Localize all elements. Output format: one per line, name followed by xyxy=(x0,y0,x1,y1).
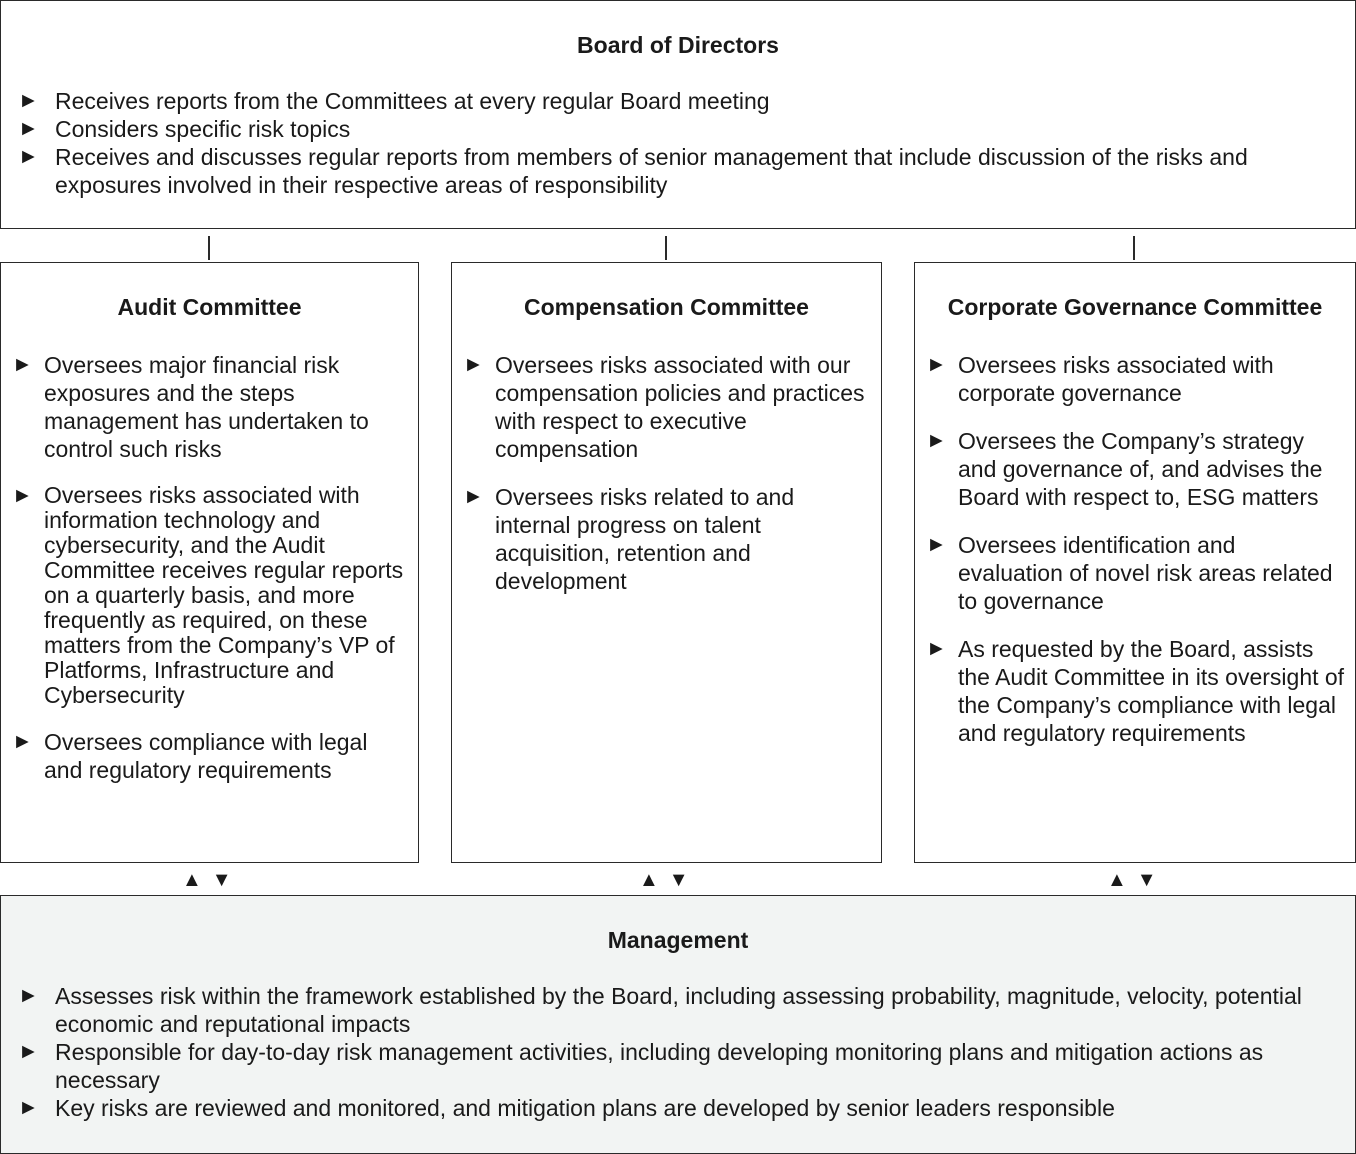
board-title: Board of Directors xyxy=(577,32,779,58)
connector-line-compensation xyxy=(665,236,667,260)
board-item-text: Considers specific risk topics xyxy=(55,116,351,142)
bullet-arrow-icon: ► xyxy=(18,145,39,168)
up-down-arrows-icon: ▲▼ xyxy=(639,869,699,891)
audit-committee-box: Audit Committee ► Oversees major financia… xyxy=(0,262,419,863)
audit-item-text: Oversees compliance with legal and regul… xyxy=(44,729,368,783)
management-item: ► Assesses risk within the framework esta… xyxy=(1,982,1341,1038)
bullet-arrow-icon: ► xyxy=(12,730,33,753)
governance-committee-item: ► Oversees the Company’s strategy and gov… xyxy=(915,427,1345,511)
compensation-committee-item: ► Oversees risks related to and internal … xyxy=(452,483,871,595)
management-title: Management xyxy=(607,927,749,953)
board-item-text: Receives reports from the Committees at … xyxy=(55,88,770,114)
governance-committee-item: ► As requested by the Board, assists the … xyxy=(915,635,1345,747)
bullet-arrow-icon: ► xyxy=(18,1096,39,1119)
board-of-directors-box: Board of Directors ► Receives reports fro… xyxy=(0,0,1356,229)
bullet-arrow-icon: ► xyxy=(926,637,947,660)
bullet-arrow-icon: ► xyxy=(12,353,33,376)
corporate-governance-committee-box: Corporate Governance Committee ► Oversees… xyxy=(914,262,1356,863)
audit-committee-title: Audit Committee xyxy=(117,294,302,320)
compensation-item-text: Oversees risks related to and internal p… xyxy=(495,484,795,594)
bullet-arrow-icon: ► xyxy=(18,1040,39,1063)
bullet-arrow-icon: ► xyxy=(926,429,947,452)
bullet-arrow-icon: ► xyxy=(18,89,39,112)
governance-item-text: Oversees risks associated with corporate… xyxy=(958,352,1274,406)
governance-committee-list: ► Oversees risks associated with corporat… xyxy=(915,351,1345,767)
compensation-committee-list: ► Oversees risks associated with our comp… xyxy=(452,351,871,615)
connector-line-governance xyxy=(1133,236,1135,260)
connector-line-audit xyxy=(208,236,210,260)
audit-committee-item: ► Oversees compliance with legal and regu… xyxy=(1,728,408,784)
governance-item-text: As requested by the Board, assists the A… xyxy=(958,636,1345,746)
bullet-arrow-icon: ► xyxy=(926,353,947,376)
audit-item-text: Oversees risks associated with informati… xyxy=(44,482,404,708)
bullet-arrow-icon: ► xyxy=(18,117,39,140)
audit-committee-item: ► Oversees major financial risk exposures… xyxy=(1,351,408,463)
compensation-committee-title: Compensation Committee xyxy=(524,294,809,320)
governance-item-text: Oversees identification and evaluation o… xyxy=(958,532,1333,614)
management-item: ► Responsible for day-to-day risk managem… xyxy=(1,1038,1341,1094)
bullet-arrow-icon: ► xyxy=(18,984,39,1007)
management-box: Management ► Assesses risk within the fra… xyxy=(0,895,1356,1154)
governance-item-text: Oversees the Company’s strategy and gove… xyxy=(958,428,1323,510)
governance-committee-item: ► Oversees identification and evaluation … xyxy=(915,531,1345,615)
board-item: ► Receives and discusses regular reports … xyxy=(1,143,1325,199)
compensation-committee-item: ► Oversees risks associated with our comp… xyxy=(452,351,871,463)
bullet-arrow-icon: ► xyxy=(463,485,484,508)
up-down-arrows-icon: ▲▼ xyxy=(182,869,242,891)
governance-committee-title: Corporate Governance Committee xyxy=(947,294,1323,320)
management-responsibilities: ► Assesses risk within the framework esta… xyxy=(1,982,1341,1122)
audit-item-text: Oversees major financial risk exposures … xyxy=(44,352,369,462)
board-item-text: Receives and discusses regular reports f… xyxy=(55,144,1248,198)
governance-committee-item: ► Oversees risks associated with corporat… xyxy=(915,351,1345,407)
bullet-arrow-icon: ► xyxy=(926,533,947,556)
audit-committee-list: ► Oversees major financial risk exposures… xyxy=(1,351,408,804)
compensation-item-text: Oversees risks associated with our compe… xyxy=(495,352,865,462)
management-item-text: Key risks are reviewed and monitored, an… xyxy=(55,1095,1115,1121)
up-down-arrows-icon: ▲▼ xyxy=(1107,869,1167,891)
bullet-arrow-icon: ► xyxy=(463,353,484,376)
board-item: ► Considers specific risk topics xyxy=(1,115,1325,143)
management-item: ► Key risks are reviewed and monitored, a… xyxy=(1,1094,1341,1122)
audit-committee-item: ► Oversees risks associated with informat… xyxy=(1,483,408,708)
compensation-committee-box: Compensation Committee ► Oversees risks a… xyxy=(451,262,882,863)
bullet-arrow-icon: ► xyxy=(12,484,33,507)
board-item: ► Receives reports from the Committees at… xyxy=(1,87,1325,115)
management-item-text: Responsible for day-to-day risk manageme… xyxy=(55,1039,1264,1093)
board-responsibilities: ► Receives reports from the Committees at… xyxy=(1,87,1325,199)
management-item-text: Assesses risk within the framework estab… xyxy=(55,983,1302,1037)
